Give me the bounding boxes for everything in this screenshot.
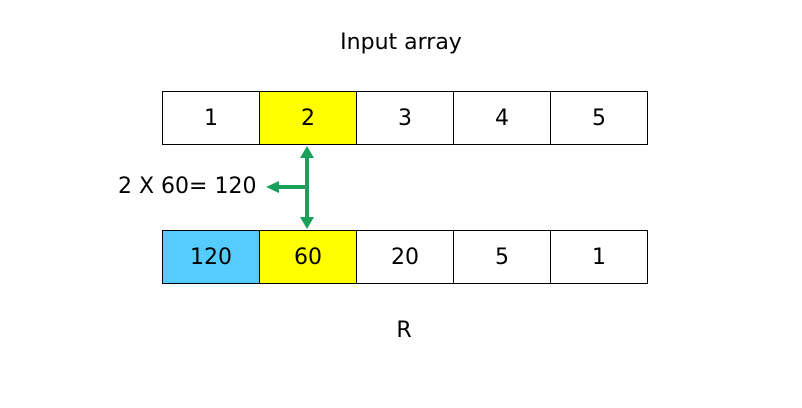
result-cell-3: 5: [454, 231, 551, 283]
input-array: 1 2 3 4 5: [162, 91, 648, 145]
result-cell-0: 120: [163, 231, 260, 283]
result-array: 120 60 20 5 1: [162, 230, 648, 284]
result-cell-1: 60: [260, 231, 357, 283]
input-cell-2: 3: [357, 92, 454, 144]
input-cell-1: 2: [260, 92, 357, 144]
input-cell-0: 1: [163, 92, 260, 144]
left-arrow: [266, 181, 307, 193]
result-cell-4: 1: [551, 231, 648, 283]
input-cell-3: 4: [454, 92, 551, 144]
diagram-title: Input array: [340, 30, 462, 55]
formula-label: 2 X 60= 120: [118, 174, 257, 199]
input-cell-4: 5: [551, 92, 648, 144]
result-array-label: R: [396, 318, 412, 343]
result-cell-2: 20: [357, 231, 454, 283]
